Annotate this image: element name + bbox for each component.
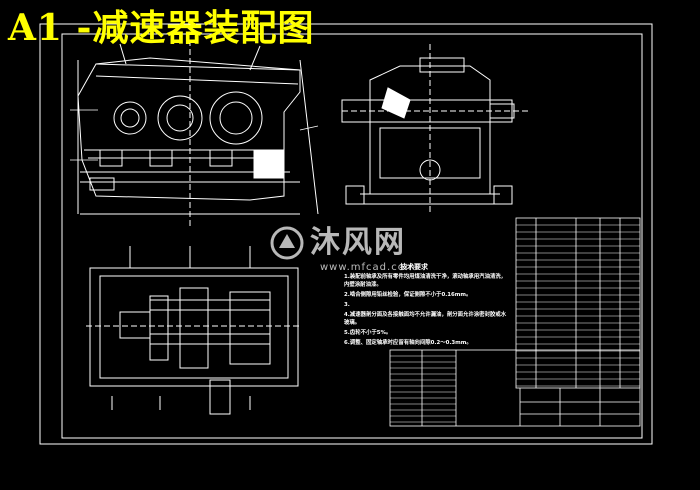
sheet-border [39,23,653,445]
note-line: 2.啮合侧隙用铅丝检验，保证侧隙不小于0.16mm。 [344,292,472,298]
top-view [86,246,300,415]
note-line: 3. [344,302,350,308]
title-block [389,349,641,427]
leader-lines [70,109,319,161]
note-line: 5.齿轮不小于5%。 [344,330,392,336]
side-view [341,44,530,212]
watermark-brand: 沐风网 [310,225,406,260]
parts-list [515,217,641,389]
sheet-inner-border [61,33,643,439]
note-line: 6.调整、固定轴承时应留有轴向间隙0.2～0.3mm。 [344,340,472,346]
drawing-title: A1 -减速器装配图 [8,7,315,49]
note-line: 1.装配前轴承及所有零件均用煤油清洗干净，滚动轴承用汽油清洗， [344,274,507,280]
note-line: 内壁涂耐油漆。 [344,282,382,288]
mfcad-logo-icon [270,226,304,260]
note-line: 4.减速器剖分面及各接触面均不允许漏油，剖分面允许涂密封胶或水 [344,312,507,318]
watermark: 沐风网 [270,222,406,264]
note-line: 玻璃。 [344,320,361,326]
technical-requirements-heading: 技术要求 [400,263,428,271]
front-view [77,40,319,226]
watermark-url: www.mfcad.com [320,262,416,273]
